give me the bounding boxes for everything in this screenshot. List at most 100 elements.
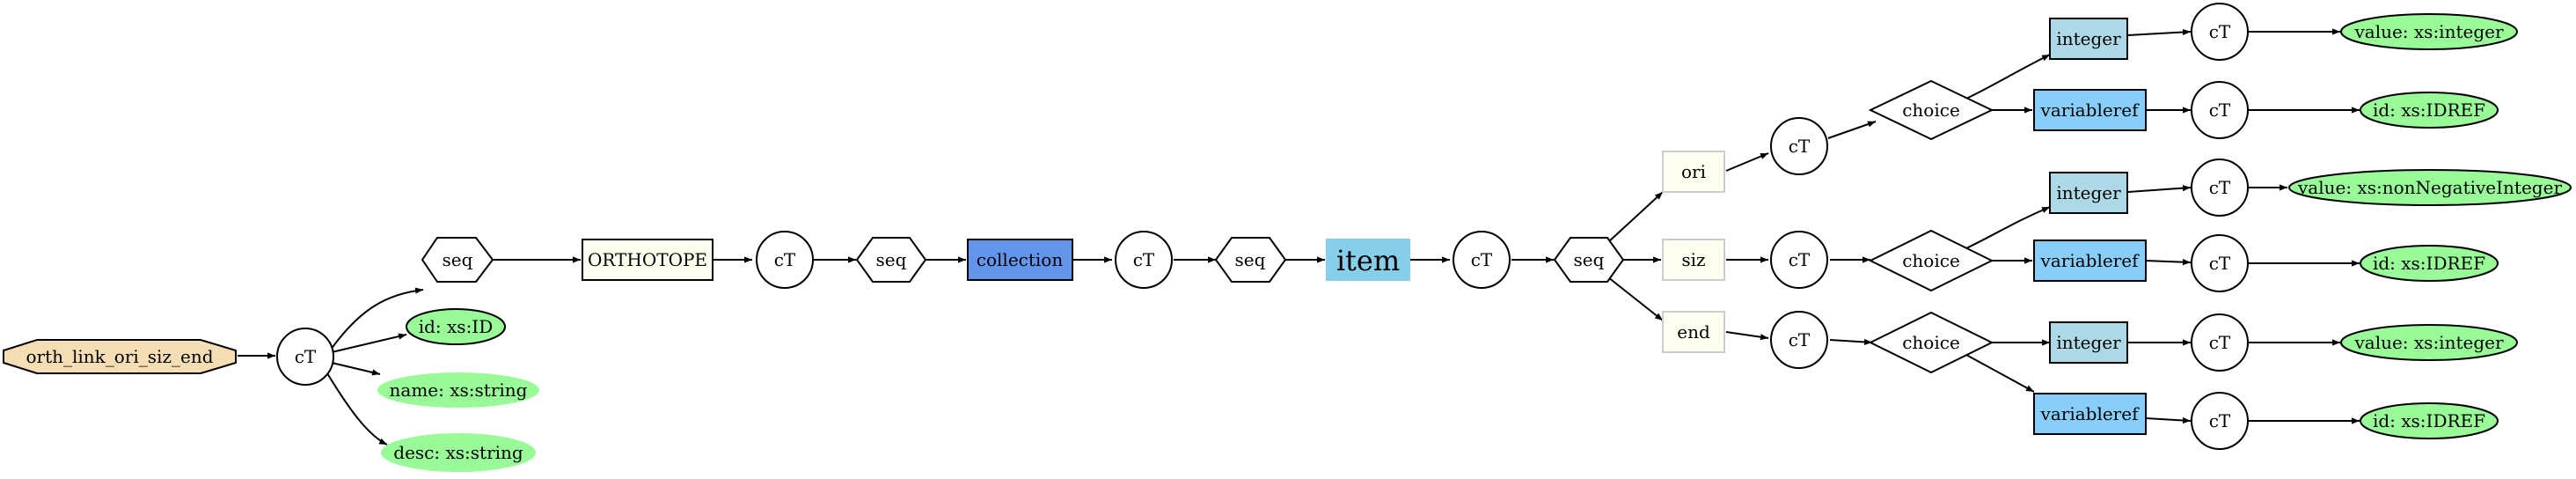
svg-text:cT: cT (1133, 249, 1155, 270)
ct-node-4[interactable]: cT (1453, 231, 1511, 289)
siz-node[interactable]: siz (1662, 239, 1725, 281)
edge-ct-attr-desc (326, 372, 388, 446)
value-int-siz-node[interactable]: value: xs:nonNegativeInteger (2288, 169, 2572, 206)
edge-ct-attr-id (331, 333, 407, 353)
svg-text:cT: cT (1789, 136, 1811, 157)
root-label: orth_link_ori_siz_end (26, 346, 213, 367)
ct-node-int-end[interactable]: cT (2191, 313, 2249, 372)
variableref-node-ori[interactable]: variableref (2033, 89, 2147, 131)
ct-node-3[interactable]: cT (1115, 231, 1173, 289)
svg-text:cT: cT (295, 346, 317, 367)
root-node[interactable]: orth_link_ori_siz_end (3, 339, 237, 374)
id-var-siz-node[interactable]: id: xs:IDREF (2360, 245, 2499, 282)
svg-text:desc: xs:string: desc: xs:string (393, 442, 523, 463)
svg-text:end: end (1677, 321, 1710, 343)
attr-desc-node[interactable]: desc: xs:string (381, 433, 536, 472)
edge-ct-attr-name (331, 362, 381, 376)
edge-end-ctend (1725, 331, 1769, 341)
integer-node-siz[interactable]: integer (2049, 172, 2128, 214)
svg-text:cT: cT (774, 249, 796, 270)
seq-node-4[interactable]: seq (1553, 237, 1625, 283)
end-node[interactable]: end (1662, 311, 1725, 353)
svg-text:choice: choice (1902, 99, 1960, 121)
svg-text:cT: cT (2209, 253, 2231, 274)
attr-name-node[interactable]: name: xs:string (377, 372, 539, 408)
svg-text:cT: cT (2209, 410, 2231, 431)
svg-text:seq: seq (1574, 249, 1605, 270)
nodes: orth_link_ori_siz_end cT id: xs:ID name:… (3, 3, 2572, 472)
edge-seq4-ori (1607, 191, 1664, 243)
id-var-ori-node[interactable]: id: xs:IDREF (2360, 92, 2499, 129)
ct-node-int-siz[interactable]: cT (2191, 158, 2249, 217)
svg-text:integer: integer (2056, 28, 2121, 49)
svg-text:value: xs:nonNegativeInteger: value: xs:nonNegativeInteger (2297, 177, 2562, 198)
svg-text:id: xs:ID: id: xs:ID (419, 316, 494, 337)
edge-ctend-choiceend (1829, 338, 1873, 346)
value-int-ori-node[interactable]: value: xs:integer (2340, 13, 2518, 50)
svg-text:variableref: variableref (2040, 403, 2141, 424)
edge-ori-ctori (1725, 152, 1769, 172)
svg-text:seq: seq (1235, 249, 1266, 270)
edge-seq4-end (1607, 276, 1664, 321)
edge-intsiz-ct (2127, 185, 2192, 193)
svg-text:ori: ori (1681, 161, 1706, 182)
svg-text:integer: integer (2056, 332, 2121, 353)
choice-node-ori[interactable]: choice (1868, 79, 1994, 141)
svg-text:choice: choice (1902, 332, 1960, 353)
seq-node-2[interactable]: seq (855, 237, 927, 283)
svg-text:cT: cT (2209, 99, 2231, 121)
item-node[interactable]: item (1326, 239, 1410, 281)
svg-text:collection: collection (977, 249, 1064, 270)
svg-text:variableref: variableref (2040, 99, 2141, 121)
svg-text:value: xs:integer: value: xs:integer (2353, 21, 2504, 42)
svg-text:cT: cT (1789, 249, 1811, 270)
ori-node[interactable]: ori (1662, 151, 1725, 193)
svg-text:id: xs:IDREF: id: xs:IDREF (2373, 253, 2485, 274)
edges (238, 28, 2360, 446)
edge-intori-ct (2127, 28, 2192, 36)
choice-node-end[interactable]: choice (1868, 311, 1994, 374)
integer-node-ori[interactable]: integer (2049, 18, 2128, 60)
svg-text:item: item (1336, 244, 1400, 277)
ct-node-root[interactable]: cT (276, 328, 334, 386)
ct-node-int-ori[interactable]: cT (2191, 3, 2249, 61)
svg-text:siz: siz (1681, 249, 1705, 270)
choice-node-siz[interactable]: choice (1868, 229, 1994, 292)
edge-choiceend-varend (1965, 354, 2035, 393)
value-int-end-node[interactable]: value: xs:integer (2340, 324, 2518, 361)
seq-node-1[interactable]: seq (421, 237, 494, 283)
ct-node-siz[interactable]: cT (1770, 231, 1828, 289)
collection-node[interactable]: collection (967, 239, 1073, 281)
edge-choicesiz-intsiz (1965, 206, 2051, 249)
root-octagon (3, 339, 237, 374)
variableref-node-siz[interactable]: variableref (2033, 240, 2147, 282)
svg-text:name: xs:string: name: xs:string (390, 380, 528, 401)
svg-text:id: xs:IDREF: id: xs:IDREF (2373, 99, 2485, 121)
svg-text:value: xs:integer: value: xs:integer (2353, 332, 2504, 353)
svg-text:seq: seq (443, 249, 473, 270)
ct-node-var-siz[interactable]: cT (2191, 234, 2249, 292)
svg-text:choice: choice (1902, 250, 1960, 271)
ct-node-ori[interactable]: cT (1770, 117, 1828, 175)
edge-varend-ct (2145, 416, 2192, 424)
orthotope-node[interactable]: ORTHOTOPE (582, 239, 714, 281)
svg-text:seq: seq (876, 249, 907, 270)
variableref-node-end[interactable]: variableref (2033, 393, 2147, 435)
svg-text:variableref: variableref (2040, 250, 2141, 271)
svg-text:cT: cT (1789, 329, 1811, 350)
attr-id-node[interactable]: id: xs:ID (406, 308, 506, 345)
integer-node-end[interactable]: integer (2049, 321, 2128, 364)
ct-node-end[interactable]: cT (1770, 311, 1828, 369)
svg-text:cT: cT (2209, 177, 2231, 198)
edge-ctori-choiceori (1827, 121, 1877, 139)
ct-node-var-ori[interactable]: cT (2191, 81, 2249, 139)
svg-text:ORTHOTOPE: ORTHOTOPE (588, 249, 707, 270)
edge-ct-seq1 (330, 287, 424, 350)
ct-node-var-end[interactable]: cT (2191, 392, 2249, 450)
svg-text:integer: integer (2056, 182, 2121, 203)
edge-varsiz-ct (2145, 259, 2192, 266)
ct-node-2[interactable]: cT (756, 231, 814, 289)
id-var-end-node[interactable]: id: xs:IDREF (2360, 402, 2499, 439)
seq-node-3[interactable]: seq (1214, 237, 1287, 283)
